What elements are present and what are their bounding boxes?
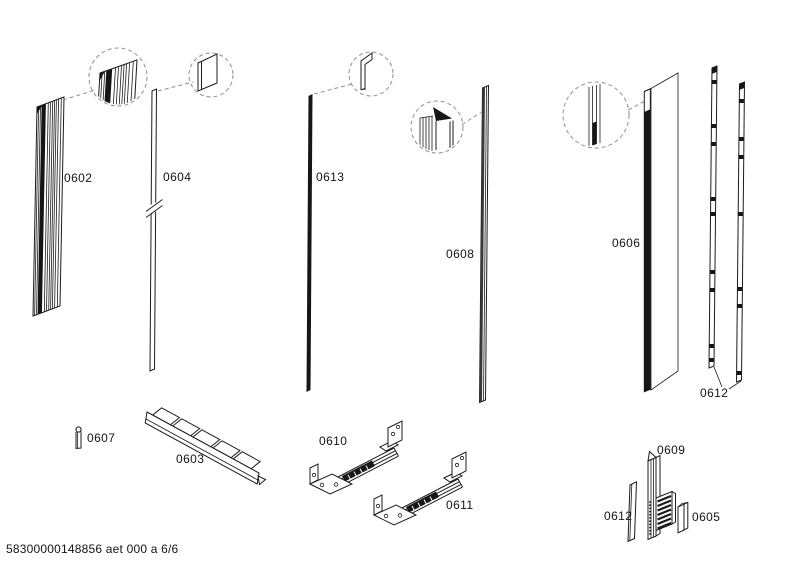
footer-doc-number: 58300000148856 aet 000 a 6/6 xyxy=(6,542,179,556)
part-0607-drawing xyxy=(75,426,82,450)
part-label-0613: 0613 xyxy=(316,170,345,184)
part-label-0608: 0608 xyxy=(446,247,475,261)
part-0602-drawing xyxy=(32,96,65,317)
callout-0606 xyxy=(562,81,645,149)
part-label-0612-bottom: 0612 xyxy=(604,509,633,523)
part-label-0605: 0605 xyxy=(692,510,721,524)
part-0609-drawing xyxy=(647,450,676,541)
part-label-0610: 0610 xyxy=(319,434,348,448)
part-0608-drawing xyxy=(478,84,490,404)
part-label-0604: 0604 xyxy=(163,170,192,184)
part-0613-drawing xyxy=(306,94,313,392)
part-0612-bottom-drawing xyxy=(627,480,638,543)
callout-0602 xyxy=(62,47,148,107)
part-label-0606: 0606 xyxy=(612,236,641,250)
part-0610-drawing xyxy=(309,420,403,495)
part-0606-drawing xyxy=(643,72,679,393)
part-label-0607: 0607 xyxy=(87,431,116,445)
callout-0604 xyxy=(157,52,234,98)
part-label-0603: 0603 xyxy=(176,452,205,466)
part-0611-drawing xyxy=(373,451,467,526)
part-0612-strips-drawing xyxy=(708,65,746,390)
callout-0613 xyxy=(313,51,394,97)
part-label-0609: 0609 xyxy=(657,443,686,457)
part-0605-drawing xyxy=(677,501,689,534)
part-0603-drawing xyxy=(144,407,267,486)
part-label-0612-right: 0612 xyxy=(700,386,729,400)
part-0604-drawing xyxy=(145,88,163,372)
callout-0608 xyxy=(410,100,482,154)
part-label-0602: 0602 xyxy=(64,171,93,185)
part-label-0611: 0611 xyxy=(446,498,474,512)
